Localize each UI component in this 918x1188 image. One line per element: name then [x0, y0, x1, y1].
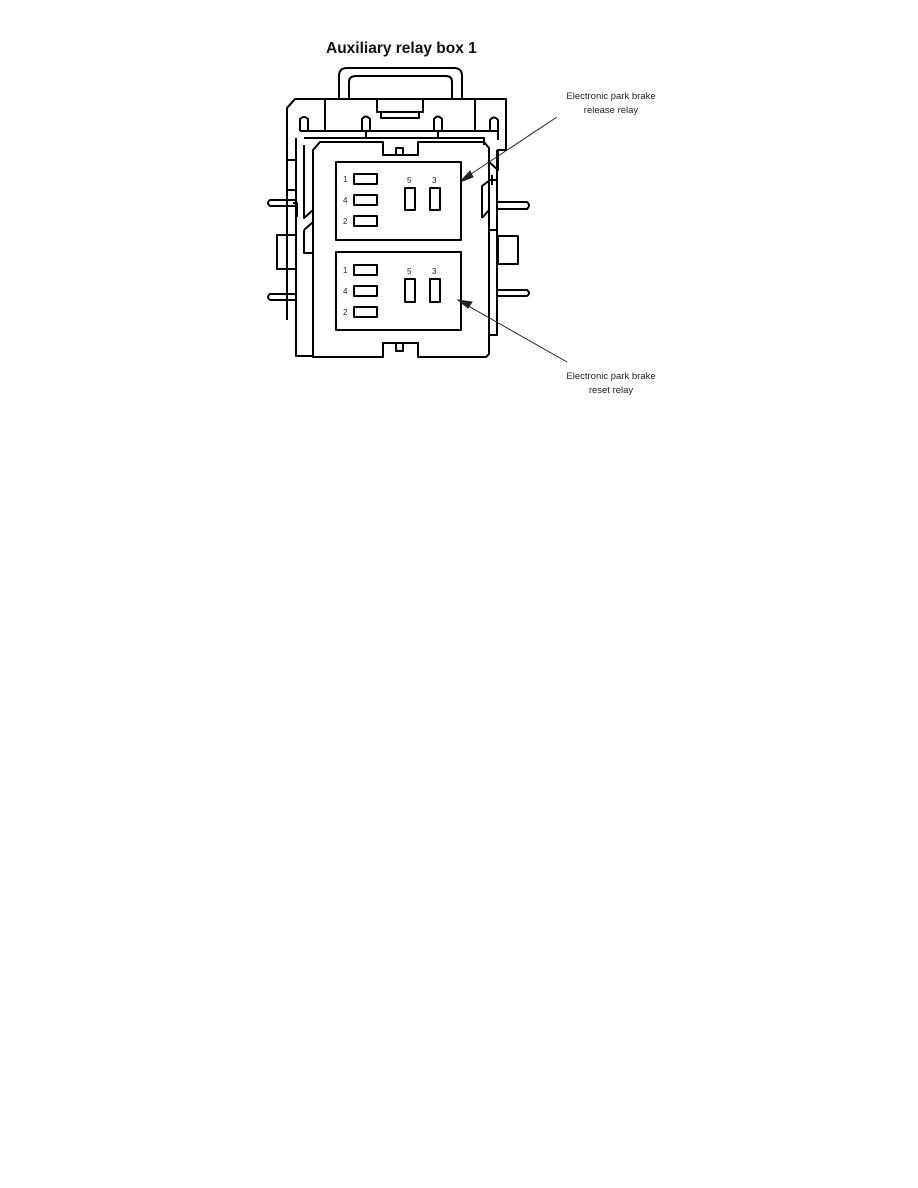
release-relay-callout-line1: Electronic park brake	[566, 91, 656, 102]
reset-relay-callout: Electronic park brake reset relay	[556, 370, 666, 398]
svg-text:5: 5	[407, 267, 412, 276]
release-relay-pin-labels: 1 4 2 5 3	[343, 175, 437, 226]
svg-text:5: 5	[407, 176, 412, 185]
svg-text:3: 3	[432, 176, 437, 185]
release-relay-callout: Electronic park brake release relay	[556, 90, 666, 118]
svg-text:1: 1	[343, 266, 348, 275]
reset-relay-socket	[335, 251, 462, 331]
release-relay-socket	[335, 161, 462, 241]
diagram-title: Auxiliary relay box 1	[326, 40, 477, 57]
right-side-pins	[497, 201, 530, 297]
svg-text:4: 4	[343, 287, 348, 296]
reset-relay-pin-labels: 1 4 2 5 3	[343, 266, 437, 317]
svg-text:3: 3	[432, 267, 437, 276]
svg-text:4: 4	[343, 196, 348, 205]
upper-leader-arrow	[459, 116, 558, 183]
front-cover	[312, 141, 490, 358]
lower-leader-arrow	[456, 299, 568, 363]
reset-relay-callout-line2: reset relay	[588, 385, 634, 396]
svg-text:2: 2	[343, 308, 348, 317]
svg-text:2: 2	[343, 217, 348, 226]
left-side-pins	[267, 199, 298, 301]
release-relay-callout-line2: release relay	[583, 105, 639, 116]
handle	[338, 67, 463, 100]
reset-relay-callout-line1: Electronic park brake	[566, 371, 656, 382]
svg-text:1: 1	[343, 175, 348, 184]
outer-housing	[286, 98, 507, 357]
